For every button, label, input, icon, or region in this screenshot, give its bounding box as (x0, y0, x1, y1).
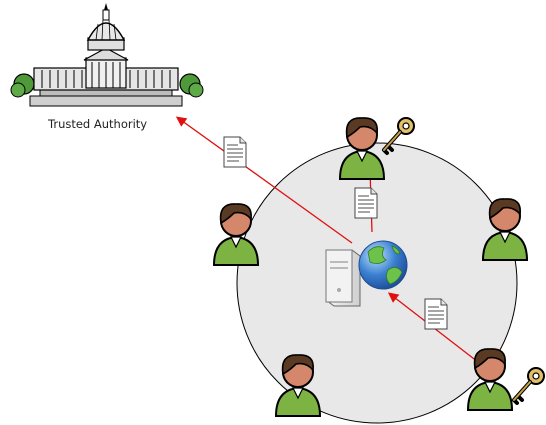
capitol-building-icon (10, 3, 204, 107)
arrow-to-authority (175, 116, 353, 244)
server-icon (325, 249, 361, 307)
globe-icon (358, 240, 408, 290)
document-to-authority (223, 136, 247, 168)
document-from-peer-bottom-right (424, 298, 448, 330)
key-icon-peer-bottom-right (512, 366, 546, 405)
document-to-peer-top (354, 187, 378, 219)
trusted-authority-label: Trusted Authority (48, 117, 148, 131)
